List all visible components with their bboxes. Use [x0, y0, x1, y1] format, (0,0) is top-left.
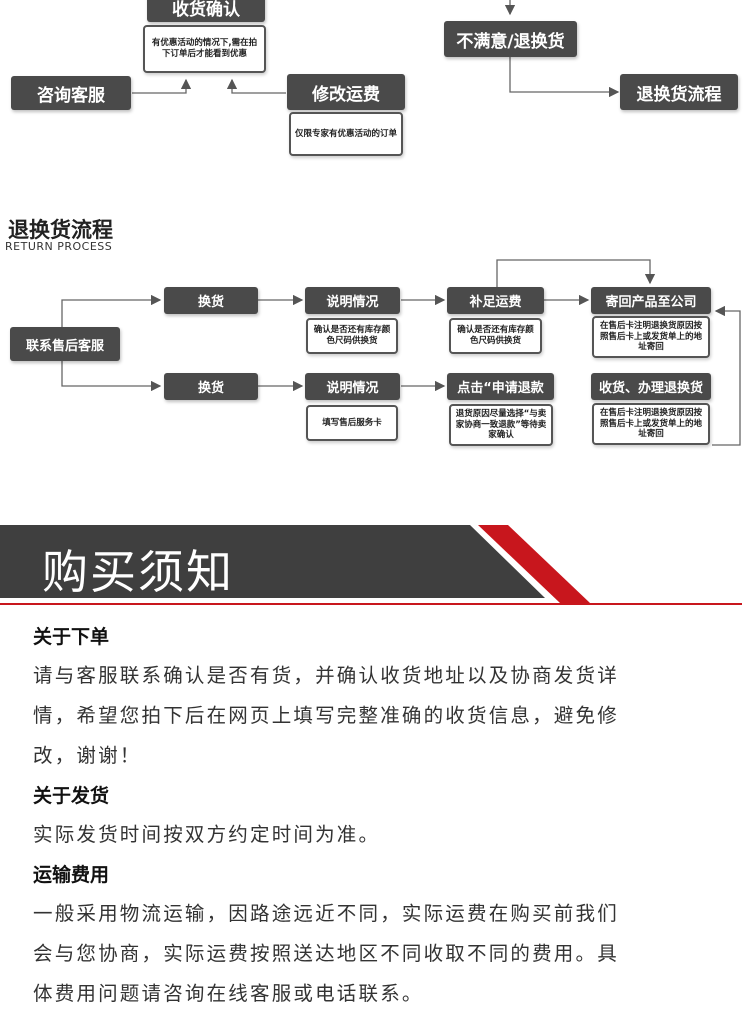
modify-shipping-box: 修改运费	[287, 74, 405, 110]
row1-topup-note-text: 确认是否还有库存颜色尺码供换货	[457, 325, 534, 346]
modify-shipping-label: 修改运费	[312, 84, 380, 105]
row1-exchange-box: 换货	[164, 287, 258, 314]
discount-note-text: 有优惠活动的情况下,需在拍下订单后才能看到优惠	[151, 38, 258, 59]
row2-exchange-box: 换货	[164, 373, 258, 400]
return-section-subtitle: RETURN PROCESS	[5, 240, 113, 253]
row2-explain-note: 填写售后服务卡	[306, 405, 398, 441]
confirm-receipt-label: 收货确认	[172, 0, 240, 20]
discount-note-box: 有优惠活动的情况下,需在拍下订单后才能看到优惠	[143, 25, 266, 73]
row1-sendback-box: 寄回产品至公司	[591, 287, 711, 314]
return-process-box: 退换货流程	[620, 74, 738, 110]
heading-order: 关于下单	[33, 626, 110, 648]
row1-sendback-note-text: 在售后卡注明退换货原因按照售后卡上或发货单上的地址寄回	[599, 321, 702, 353]
freight-line-2: 会与您协商，实际运费按照送达地区不同收取不同的费用。具	[33, 942, 619, 965]
confirm-receipt-box: 收货确认	[147, 0, 265, 22]
heading-shipping: 关于发货	[33, 785, 110, 807]
row2-explain-box: 说明情况	[305, 373, 400, 400]
order-line-1: 请与客服联系确认是否有货，并确认收货地址以及协商发货详	[33, 664, 619, 687]
row2-receive-note: 在售后卡注明退换货原因按照售后卡上或发货单上的地址寄回	[592, 403, 710, 445]
contact-service-box: 联系售后客服	[10, 327, 120, 361]
row1-explain-note: 确认是否还有库存颜色尺码供换货	[306, 318, 398, 354]
paragraph-freight: 一般采用物流运输，因路途远近不同，实际运费在购买前我们 会与您协商，实际运费按照…	[33, 894, 723, 1014]
return-section-title: 退换货流程	[8, 218, 113, 242]
unsatisfied-label: 不满意/退换货	[456, 31, 565, 52]
row1-exchange-label: 换货	[197, 295, 224, 310]
row2-apply-box: 点击“申请退款	[447, 373, 554, 400]
notice-banner	[0, 525, 742, 605]
freight-line-1: 一般采用物流运输，因路途远近不同，实际运费在购买前我们	[33, 902, 619, 925]
row2-receive-note-text: 在售后卡注明退换货原因按照售后卡上或发货单上的地址寄回	[599, 408, 702, 440]
paragraph-order: 请与客服联系确认是否有货，并确认收货地址以及协商发货详 情，希望您拍下后在网页上…	[33, 656, 723, 776]
paragraph-shipping: 实际发货时间按双方约定时间为准。	[33, 815, 723, 855]
freight-line-3: 体费用问题请咨询在线客服或电话联系。	[33, 982, 424, 1005]
contact-service-label: 联系售后客服	[25, 338, 104, 354]
row2-receive-label: 收货、办理退换货	[598, 381, 703, 396]
row1-sendback-label: 寄回产品至公司	[605, 295, 697, 310]
order-line-3: 改，谢谢！	[33, 744, 142, 767]
row1-topup-note: 确认是否还有库存颜色尺码供换货	[449, 318, 542, 354]
row2-explain-label: 说明情况	[326, 381, 379, 396]
row1-explain-label: 说明情况	[326, 295, 379, 310]
consult-service-box: 咨询客服	[11, 76, 131, 110]
modify-note-text: 仅限专家有优惠活动的订单	[295, 128, 398, 139]
row1-explain-box: 说明情况	[305, 287, 400, 314]
row2-receive-box: 收货、办理退换货	[591, 373, 711, 400]
modify-note-box: 仅限专家有优惠活动的订单	[289, 112, 403, 156]
unsatisfied-box: 不满意/退换货	[444, 21, 577, 57]
row2-apply-label: 点击“申请退款	[457, 381, 544, 396]
consult-service-label: 咨询客服	[37, 85, 105, 106]
shipping-line-1: 实际发货时间按双方约定时间为准。	[33, 823, 381, 846]
row2-apply-note-text: 退货原因尽量选择“与卖家协商一致退款”等待卖家确认	[455, 409, 547, 441]
row1-sendback-note: 在售后卡注明退换货原因按照售后卡上或发货单上的地址寄回	[592, 316, 710, 358]
row2-apply-note: 退货原因尽量选择“与卖家协商一致退款”等待卖家确认	[449, 404, 553, 446]
row2-exchange-label: 换货	[197, 381, 224, 396]
flow-connectors	[61, 0, 741, 446]
return-process-label: 退换货流程	[636, 84, 722, 105]
row2-explain-note-text: 填写售后服务卡	[322, 417, 382, 428]
row1-explain-note-text: 确认是否还有库存颜色尺码供换货	[313, 325, 391, 346]
row1-topup-label: 补足运费	[469, 295, 522, 310]
heading-freight: 运输费用	[33, 864, 110, 886]
row1-topup-box: 补足运费	[447, 287, 544, 314]
order-line-2: 情，希望您拍下后在网页上填写完整准确的收货信息，避免修	[33, 704, 619, 727]
notice-banner-title: 购买须知	[42, 545, 234, 599]
